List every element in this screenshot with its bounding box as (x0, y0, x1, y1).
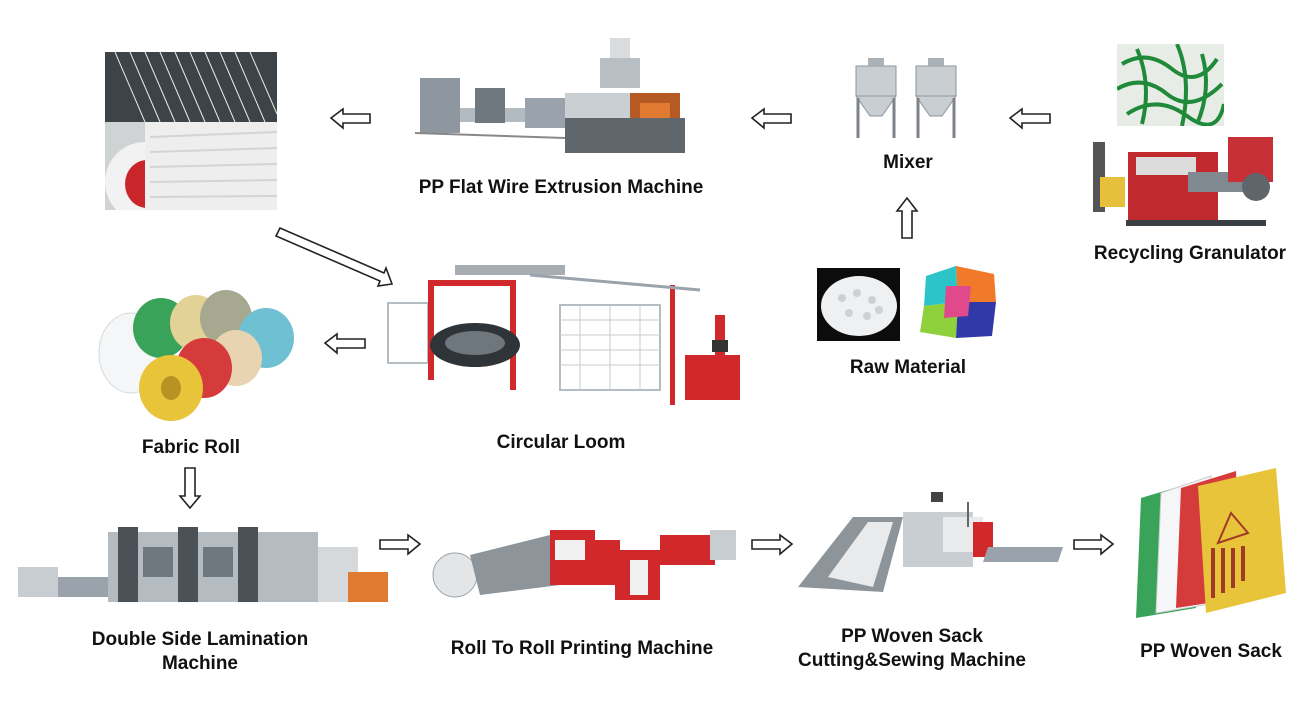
arrow-extrusion-to-bobbin (329, 107, 371, 130)
mixer-label: Mixer (883, 152, 933, 173)
recycled-strips-image (1117, 44, 1224, 126)
circular-loom-label: Circular Loom (496, 432, 626, 453)
mixer-image (848, 58, 968, 140)
recycling-label: Recycling Granulator (1093, 243, 1287, 264)
extrusion-label: PP Flat Wire Extrusion Machine (418, 177, 704, 198)
raw-material-label: Raw Material (849, 357, 967, 378)
printing-label: Roll To Roll Printing Machine (450, 638, 714, 659)
arrow-raw-to-mixer (895, 196, 919, 239)
pp-woven-sack-image (1136, 468, 1296, 621)
extrusion-machine-image (415, 38, 700, 163)
recycling-granulator-image (1088, 132, 1278, 227)
arrow-loom-to-fabric (323, 332, 366, 355)
arrow-recycling-to-mixer (1008, 107, 1051, 130)
circular-loom-image (380, 255, 755, 415)
cutting-sewing-machine-image (793, 492, 1063, 600)
arrow-cutting-to-sack (1073, 533, 1115, 556)
sack-label: PP Woven Sack (1140, 641, 1282, 662)
arrow-printing-to-cutting (751, 533, 794, 556)
raw-material-color-image (916, 266, 1000, 338)
lamination-label-line1: Double Side Lamination (91, 629, 309, 650)
arrow-fabric-to-lamination (178, 467, 202, 510)
yarn-bobbin-image (105, 52, 277, 210)
cutting-label: PP Woven Sack Cutting&Sewing Machine (780, 625, 1044, 673)
cutting-label-line2: Cutting&Sewing Machine (798, 650, 1026, 671)
raw-material-white-image (817, 268, 900, 341)
lamination-machine-image (18, 522, 390, 607)
cutting-label-line1: PP Woven Sack (841, 626, 983, 647)
fabric-roll-label: Fabric Roll (141, 437, 241, 458)
arrow-mixer-to-extrusion (750, 107, 792, 130)
printing-machine-image (430, 515, 738, 603)
arrow-bobbin-to-loom (274, 226, 394, 287)
lamination-label-line2: Machine (161, 653, 239, 674)
lamination-label: Double Side Lamination Machine (70, 628, 330, 676)
fabric-roll-image (96, 283, 298, 423)
